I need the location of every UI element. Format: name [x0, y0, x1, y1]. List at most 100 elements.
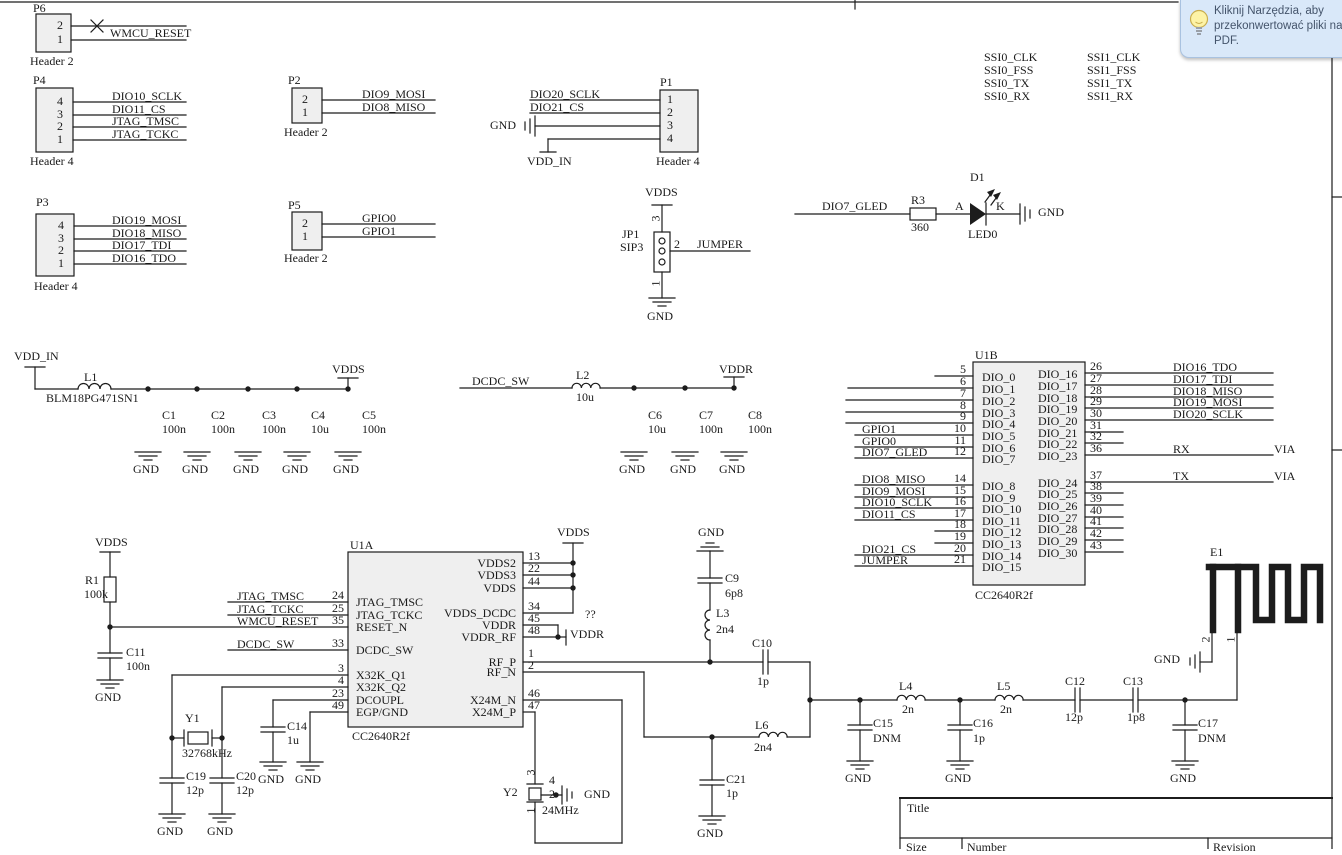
net-label: DIO7_GLED [822, 199, 888, 213]
net-label: JTAG_TCKC [112, 127, 179, 141]
component-value: DNM [1198, 731, 1227, 745]
refdes-label: L6 [755, 718, 769, 732]
component-value: 1u [287, 733, 299, 747]
net-label: DIO9_MOSI [362, 87, 426, 101]
pin-number: 7 [960, 386, 966, 400]
refdes-label: P5 [288, 198, 301, 212]
component-value: 1p [757, 674, 769, 688]
component-value: 100n [211, 422, 235, 436]
refdes-label: C4 [311, 408, 326, 422]
pin-name: JTAG_TMSC [356, 595, 424, 609]
component-value: 24MHz [542, 803, 579, 817]
pin-number: 35 [332, 613, 344, 627]
pin-name: DIO_27 [1038, 511, 1078, 525]
pin-name: DCDC_SW [356, 643, 414, 657]
pin-number: K [996, 199, 1005, 213]
net-label: GPIO1 [362, 224, 397, 238]
pin-name: VDDR [481, 618, 516, 632]
component-value: 1p [973, 731, 985, 745]
gnd-label: GND [945, 771, 971, 785]
pin-name: DIO_3 [982, 406, 1016, 420]
net-label: JTAG_TMSC [237, 589, 305, 603]
refdes-label: Y1 [185, 711, 200, 725]
power-net-label: VDD_IN [527, 154, 572, 168]
pin-name: VDDS3 [477, 568, 516, 582]
pin-number: 1 [57, 132, 63, 146]
pin-name: VDDS [483, 581, 516, 595]
gnd-label: GND [157, 824, 183, 838]
pin-number: 26 [1090, 359, 1102, 373]
power-net-label: VDDS [557, 525, 590, 539]
refdes-label: C8 [748, 408, 763, 422]
net-label: VIA [1274, 442, 1296, 456]
titleblock-number-label: Number [967, 840, 1007, 854]
gnd-label: GND [295, 772, 321, 786]
pin-name: EGP/GND [356, 705, 409, 719]
gnd-label: GND [490, 118, 516, 132]
pin-number: 33 [332, 636, 344, 650]
pin-number: 2 [528, 658, 534, 672]
net-label: WMCU_RESET [237, 614, 319, 628]
part-type-label: Header 2 [284, 125, 328, 139]
pin-number: 11 [954, 433, 966, 447]
gnd-label: GND [333, 462, 359, 476]
pin-name: DCOUPL [356, 693, 405, 707]
pin-name: X24M_N [469, 693, 516, 707]
pin-name: DIO_14 [982, 549, 1022, 563]
component-value: BLM18PG471SN1 [46, 391, 139, 405]
pin-name: DIO_4 [982, 417, 1016, 431]
refdes-label: U1B [975, 348, 998, 362]
pin-number: 43 [1090, 538, 1102, 552]
pdf-convert-popup[interactable]: Kliknij Narzędzia, aby przekonwertować p… [1180, 0, 1342, 58]
component-value: 100n [262, 422, 286, 436]
component-value: 2n4 [716, 622, 734, 636]
pin-number: 3 [667, 118, 673, 132]
pin-number: 2 [57, 18, 63, 32]
net-label: DIO19_MOSI [1173, 395, 1243, 409]
pin-name: DIO_11 [982, 514, 1021, 528]
component-value: DNM [873, 731, 902, 745]
gnd-label: GND [182, 462, 208, 476]
component-value: 100k [84, 587, 108, 601]
refdes-label: L3 [716, 606, 730, 620]
net-label: JUMPER [862, 553, 909, 567]
pin-number: 17 [954, 506, 966, 520]
refdes-label: P1 [660, 75, 673, 89]
gnd-label: GND [1170, 771, 1196, 785]
net-label: DIO10_SCLK [112, 89, 183, 103]
pin-name: DIO_16 [1038, 367, 1078, 381]
pin-number: 2 [674, 237, 680, 251]
component-value: 2n [1000, 702, 1012, 716]
pin-number: 39 [1090, 491, 1102, 505]
refdes-label: P3 [36, 195, 49, 209]
pin-name: VDDS2 [477, 556, 516, 570]
pin-number: 2 [667, 105, 673, 119]
pin-name: DIO_20 [1038, 414, 1078, 428]
pin-name: RF_P [488, 655, 516, 669]
net-label: DIO16_TDO [112, 251, 176, 265]
net-label: DIO17_TDI [112, 238, 172, 252]
refdes-label: C21 [726, 772, 747, 786]
component-value: 12p [186, 783, 204, 797]
net-label: SSI1_CLK [1087, 50, 1141, 64]
pin-number: 4 [549, 773, 555, 787]
pin-number: 29 [1090, 394, 1102, 408]
gnd-label: GND [207, 824, 233, 838]
net-label: DIO21_CS [862, 542, 917, 556]
refdes-label: C9 [725, 571, 740, 585]
net-label: GPIO0 [362, 211, 397, 225]
titleblock-title-label: Title [907, 801, 930, 815]
refdes-label: U1A [350, 538, 374, 552]
pin-number: 1 [1223, 636, 1238, 643]
popup-text-line3: PDF. [1214, 35, 1239, 47]
net-label: JUMPER [697, 237, 744, 251]
net-label: DIO11_CS [112, 102, 166, 116]
pin-number: 3 [648, 215, 663, 222]
pin-number: 4 [667, 131, 673, 145]
gnd-label: GND [698, 525, 724, 539]
pin-name: DIO_13 [982, 537, 1022, 551]
refdes-label: C16 [973, 716, 994, 730]
pin-number: 48 [528, 623, 540, 637]
